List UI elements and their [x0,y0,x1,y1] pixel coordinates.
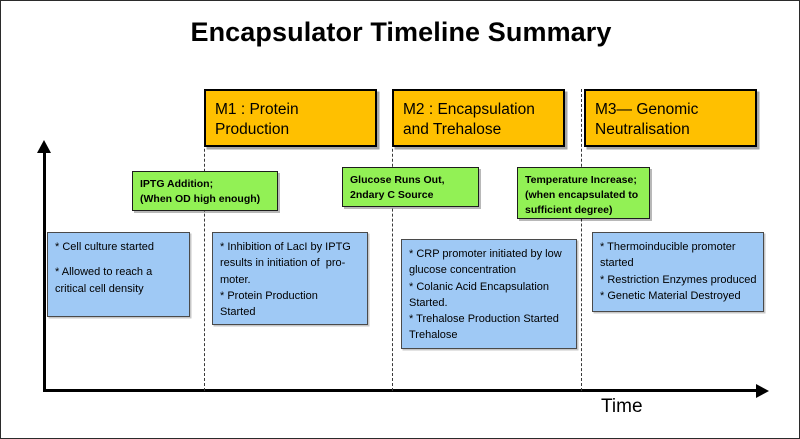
event-glucose-line2: 2ndary C Source [350,188,434,201]
detail-p2-line5: Started [220,306,256,319]
milestone-m1-line2: Production [215,121,290,139]
detail-p3-line6: Trehalose [409,329,458,342]
event-glucose-line1: Glucose Runs Out, [350,174,445,186]
event-box-glucose-runs-out: Glucose Runs Out, 2ndary C Source [342,167,479,207]
detail-p2-line4: * Protein Production [220,289,318,302]
detail-p2-line1: * Inhibition of LacI by IPTG [220,241,351,253]
milestone-m2-line2: and Trehalose [403,121,502,139]
detail-p4-line3: * Restriction Enzymes produced [600,273,757,286]
x-axis-line [43,389,759,392]
phase-divider-2 [392,89,393,391]
detail-p1-spacer [55,255,183,264]
x-axis-arrowhead-icon [756,384,769,398]
detail-box-phase-2: * Inhibition of LacI by IPTG results in … [212,232,368,325]
detail-p3-line4: Started. [409,296,448,309]
milestone-box-m1: M1 : Protein Production [204,89,377,147]
detail-p1-line4: critical cell density [55,282,144,295]
detail-p3-line5: * Trehalose Production Started [409,313,559,326]
detail-p1-line3: * Allowed to reach a [55,266,153,279]
detail-p4-line1: * Thermoinducible promoter [600,241,736,253]
milestone-box-m2: M2 : Encapsulation and Trehalose [392,89,565,147]
milestone-m3-line1: M3— Genomic [595,101,699,118]
milestone-m3-line2: Neutralisation [595,121,690,139]
detail-box-phase-1: * Cell culture started * Allowed to reac… [47,232,190,317]
detail-p3-line2: glucose concentration [409,264,517,277]
detail-p3-line3: * Colanic Acid Encapsulation [409,280,550,293]
event-temperature-line3: sufficient degree) [525,203,613,216]
x-axis-label: Time [601,396,643,417]
event-box-temperature-increase: Temperature Increase; (when encapsulated… [517,167,650,219]
detail-box-phase-3: * CRP promoter initiated by low glucose … [401,239,577,349]
event-temperature-line1: Temperature Increase; [525,174,637,186]
phase-divider-1 [204,89,205,391]
detail-p4-line4: * Genetic Material Destroyed [600,289,741,302]
detail-p4-line2: started [600,257,634,270]
y-axis-arrowhead-icon [37,140,51,153]
event-iptg-line2: (When OD high enough) [140,192,261,205]
phase-divider-3 [581,89,582,391]
event-box-iptg-addition: IPTG Addition; (When OD high enough) [132,171,278,211]
y-axis-line [43,151,46,391]
detail-p3-line1: * CRP promoter initiated by low [409,248,562,260]
event-iptg-line1: IPTG Addition; [140,178,214,190]
milestone-m1-line1: M1 : Protein [215,101,299,118]
page-title: Encapsulator Timeline Summary [190,17,612,47]
milestone-m2-line1: M2 : Encapsulation [403,101,535,118]
event-temperature-line2: (when encapsulated to [525,188,639,201]
detail-p1-line1: * Cell culture started [55,241,155,253]
detail-box-phase-4: * Thermoinducible promoter started * Res… [592,232,764,312]
milestone-box-m3: M3— Genomic Neutralisation [584,89,757,147]
detail-p2-line2: results in initiation of pro- [220,257,346,270]
detail-p2-line3: moter. [220,273,251,286]
